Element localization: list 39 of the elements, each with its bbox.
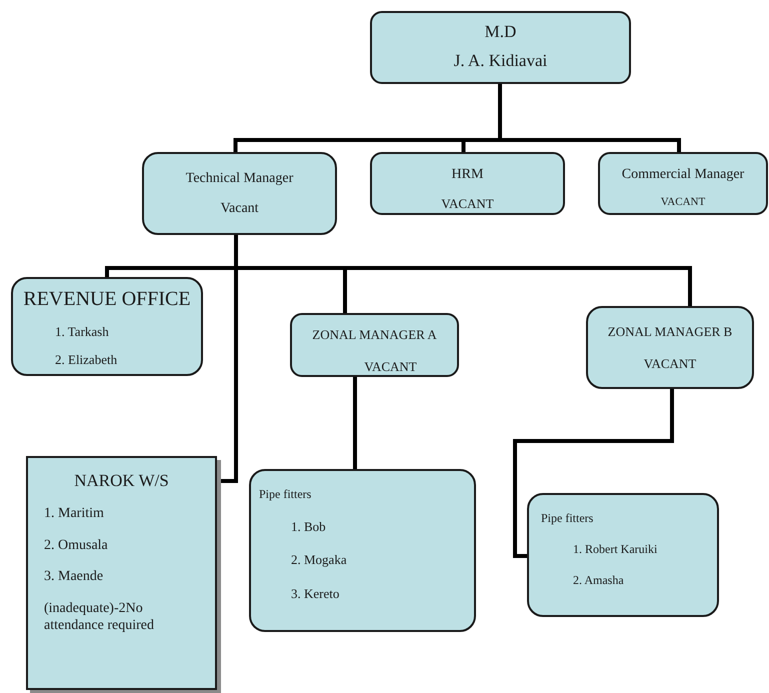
box-title: Pipe fitters <box>258 487 312 502</box>
box-text: J. A. Kidiavai <box>452 50 548 72</box>
box-text: 1. Tarkash <box>54 324 110 340</box>
box-title: Commercial Manager <box>620 166 746 184</box>
box-title: ZONAL MANAGER A <box>311 327 438 344</box>
box-text: 2. Amasha <box>572 573 625 588</box>
box-title: Pipe fitters <box>540 511 594 526</box>
org-box <box>598 152 768 215</box>
org-box <box>586 306 754 389</box>
box-title: ZONAL MANAGER B <box>606 324 734 340</box>
box-title: REVENUE OFFICE <box>22 287 192 312</box>
box-title: M.D <box>484 21 518 42</box>
org-box <box>370 152 565 215</box>
box-text: VACANT <box>440 196 495 212</box>
box-text: 1. Robert Karuiki <box>572 542 658 557</box>
org-box <box>249 469 476 632</box>
box-title: Technical Manager <box>184 170 294 188</box>
org-box <box>370 11 631 84</box>
connector-line <box>221 235 238 483</box>
connector-line <box>353 377 357 469</box>
box-text: 2. Mogaka <box>290 552 348 568</box>
box-text: 1. Maritim <box>43 505 105 523</box>
org-box <box>290 313 459 377</box>
box-text: VACANT <box>642 356 698 372</box>
box-text: (inadequate)-2No attendance required <box>43 600 155 635</box>
box-text: 3. Kereto <box>290 586 340 602</box>
box-text: 1. Bob <box>290 519 327 536</box>
connector-line <box>513 389 674 558</box>
org-box <box>11 277 203 376</box>
box-text: VACANT <box>660 196 706 210</box>
box-text: VACANT <box>363 359 418 376</box>
org-box <box>527 493 719 617</box>
box-title: HRM <box>450 166 484 184</box>
box-text: 2. Elizabeth <box>54 352 118 368</box>
box-text: 3. Maende <box>43 568 104 586</box>
box-text: 2. Omusala <box>43 536 109 554</box>
box-title: NAROK W/S <box>73 470 170 492</box>
org-box <box>142 152 337 235</box>
box-text: Vacant <box>219 200 260 217</box>
